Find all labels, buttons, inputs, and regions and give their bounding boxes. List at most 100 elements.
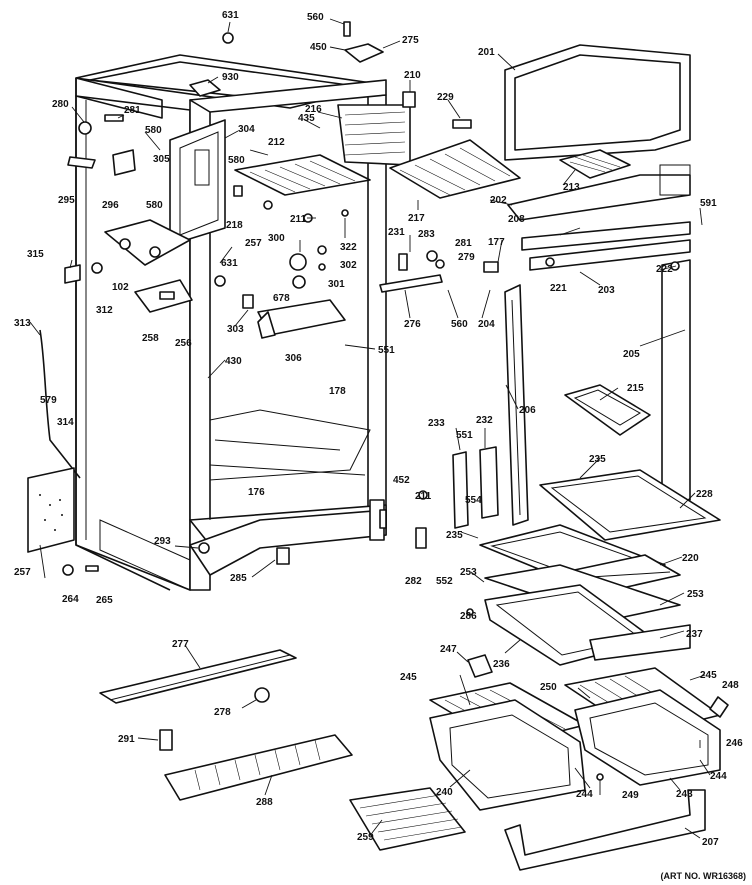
label-560: 560: [451, 319, 468, 330]
label-283: 283: [418, 229, 435, 240]
label-580: 580: [146, 200, 163, 211]
label-244: 244: [576, 789, 593, 800]
label-295: 295: [58, 195, 75, 206]
label-210: 210: [404, 70, 421, 81]
label-322: 322: [340, 242, 357, 253]
label-229: 229: [437, 92, 454, 103]
label-286: 286: [460, 611, 477, 622]
label-178: 178: [329, 386, 346, 397]
label-211: 211: [290, 214, 307, 225]
label-315: 315: [27, 249, 44, 260]
small-parts: [27, 21, 729, 781]
label-580: 580: [228, 155, 245, 166]
label-312: 312: [96, 305, 113, 316]
freezer-door: [504, 44, 691, 221]
label-217: 217: [408, 213, 425, 224]
label-275: 275: [402, 35, 419, 46]
label-246: 246: [726, 738, 743, 749]
cabinet: [75, 54, 387, 591]
label-551: 551: [378, 345, 395, 356]
crisper-cover-and-pan: [484, 564, 691, 666]
label-247: 247: [440, 644, 457, 655]
label-305: 305: [153, 154, 170, 165]
label-257: 257: [245, 238, 262, 249]
label-313: 313: [14, 318, 31, 329]
label-221: 221: [550, 283, 567, 294]
label-579: 579: [40, 395, 57, 406]
label-281: 281: [124, 105, 141, 116]
label-300: 300: [268, 233, 285, 244]
label-281: 281: [455, 238, 472, 249]
label-314: 314: [57, 417, 74, 428]
freezer-shelf: [337, 104, 521, 199]
label-245: 245: [700, 670, 717, 681]
label-205: 205: [623, 349, 640, 360]
label-293: 293: [154, 536, 171, 547]
label-218: 218: [226, 220, 243, 231]
label-253: 253: [460, 567, 477, 578]
label-450: 450: [310, 42, 327, 53]
label-435: 435: [298, 113, 315, 124]
label-215: 215: [627, 383, 644, 394]
label-208: 208: [508, 214, 525, 225]
label-211: 211: [415, 491, 432, 502]
label-288: 288: [256, 797, 273, 808]
label-212: 212: [268, 137, 285, 148]
label-280: 280: [52, 99, 69, 110]
label-580: 580: [145, 125, 162, 136]
lower-pans: [429, 667, 721, 811]
label-236: 236: [493, 659, 510, 670]
label-277: 277: [172, 639, 189, 650]
label-176: 176: [248, 487, 265, 498]
label-231: 231: [388, 227, 405, 238]
butter-bin: [564, 384, 651, 436]
label-204: 204: [478, 319, 495, 330]
label-303: 303: [227, 324, 244, 335]
label-257: 257: [14, 567, 31, 578]
label-430: 430: [225, 356, 242, 367]
label-207: 207: [702, 837, 719, 848]
label-222: 222: [656, 264, 673, 275]
label-282: 282: [405, 576, 422, 587]
label-291: 291: [118, 734, 135, 745]
label-256: 256: [175, 338, 192, 349]
label-302: 302: [340, 260, 357, 271]
label-203: 203: [598, 285, 615, 296]
label-276: 276: [404, 319, 421, 330]
label-248: 248: [722, 680, 739, 691]
label-265: 265: [96, 595, 113, 606]
label-243: 243: [676, 789, 693, 800]
label-554: 554: [465, 495, 482, 506]
label-296: 296: [102, 200, 119, 211]
refrigerator-shelves: [479, 469, 721, 594]
label-678: 678: [273, 293, 290, 304]
label-216: 216: [305, 104, 322, 115]
label-206: 206: [519, 405, 536, 416]
label-279: 279: [458, 252, 475, 263]
label-285: 285: [230, 573, 247, 584]
art-number-note: (ART NO. WR16368): [660, 871, 746, 881]
label-264: 264: [62, 594, 79, 605]
label-235: 235: [446, 530, 463, 541]
label-244: 244: [710, 771, 727, 782]
label-228: 228: [696, 489, 713, 500]
label-560: 560: [307, 12, 324, 23]
label-237: 237: [686, 629, 703, 640]
label-259: 259: [357, 832, 374, 843]
label-304: 304: [238, 124, 255, 135]
label-249: 249: [622, 790, 639, 801]
label-177: 177: [488, 237, 505, 248]
label-306: 306: [285, 353, 302, 364]
part-labels: 631 560 450 275 201 930 210 229 280 281 …: [14, 10, 743, 848]
label-250: 250: [540, 682, 557, 693]
label-552: 552: [436, 576, 453, 587]
label-232: 232: [476, 415, 493, 426]
label-631: 631: [221, 258, 238, 269]
label-220: 220: [682, 553, 699, 564]
label-240: 240: [436, 787, 453, 798]
label-102: 102: [112, 282, 129, 293]
bottom-components: [99, 649, 706, 871]
label-245: 245: [400, 672, 417, 683]
label-591: 591: [700, 198, 717, 209]
